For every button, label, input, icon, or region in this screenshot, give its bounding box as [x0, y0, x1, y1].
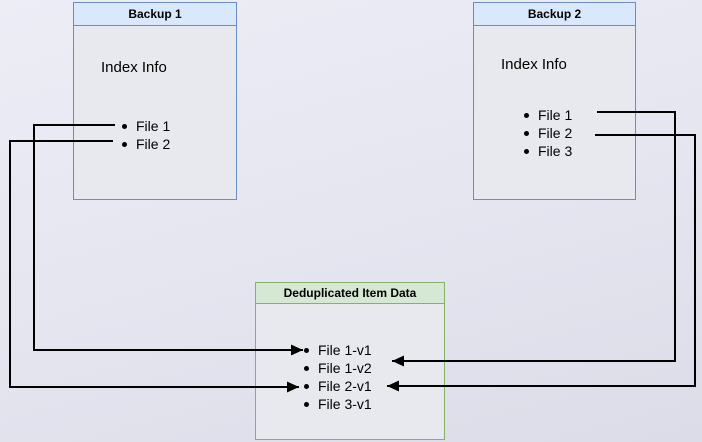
dedup-file1-v1-label: File 1-v1 [318, 342, 372, 358]
dedup-file-list: File 1-v1 File 1-v2 File 2-v1 File 3-v1 [304, 341, 372, 413]
dedup-file2-v1-label: File 2-v1 [318, 378, 372, 394]
backup2-file2-label: File 2 [538, 125, 573, 141]
backup1-file1-label: File 1 [136, 118, 171, 134]
dedup-box: Deduplicated Item Data File 1-v1 File 1-… [255, 282, 445, 440]
dedup-title: Deduplicated Item Data [256, 283, 444, 304]
bullet-icon [524, 148, 529, 154]
backup2-file3-label: File 3 [538, 143, 573, 159]
list-item: File 3-v1 [304, 395, 372, 413]
backup2-file-list: File 1 File 2 File 3 [524, 106, 572, 160]
backup1-box: Backup 1 Index Info File 1 File 2 [73, 2, 237, 200]
bullet-icon [304, 401, 309, 407]
list-item: File 2 [524, 124, 572, 142]
list-item: File 1-v1 [304, 341, 372, 359]
bullet-icon [524, 112, 529, 118]
list-item: File 1 [524, 106, 572, 124]
backup2-subtitle: Index Info [501, 56, 567, 73]
backup2-title: Backup 2 [474, 3, 635, 26]
list-item: File 1-v2 [304, 359, 372, 377]
dedup-file1-v2-label: File 1-v2 [318, 360, 372, 376]
bullet-icon [304, 347, 309, 353]
list-item: File 1 [122, 117, 170, 135]
backup1-file-list: File 1 File 2 [122, 117, 170, 153]
bullet-icon [122, 123, 127, 129]
backup1-subtitle: Index Info [101, 59, 167, 76]
backup1-title: Backup 1 [74, 3, 236, 26]
backup2-box: Backup 2 Index Info File 1 File 2 File 3 [473, 2, 636, 200]
list-item: File 2-v1 [304, 377, 372, 395]
backup2-file1-label: File 1 [538, 107, 573, 123]
dedup-file3-v1-label: File 3-v1 [318, 396, 372, 412]
bullet-icon [524, 130, 529, 136]
bullet-icon [122, 141, 127, 147]
bullet-icon [304, 383, 309, 389]
list-item: File 3 [524, 142, 572, 160]
backup1-file2-label: File 2 [136, 136, 171, 152]
list-item: File 2 [122, 135, 170, 153]
bullet-icon [304, 365, 309, 371]
